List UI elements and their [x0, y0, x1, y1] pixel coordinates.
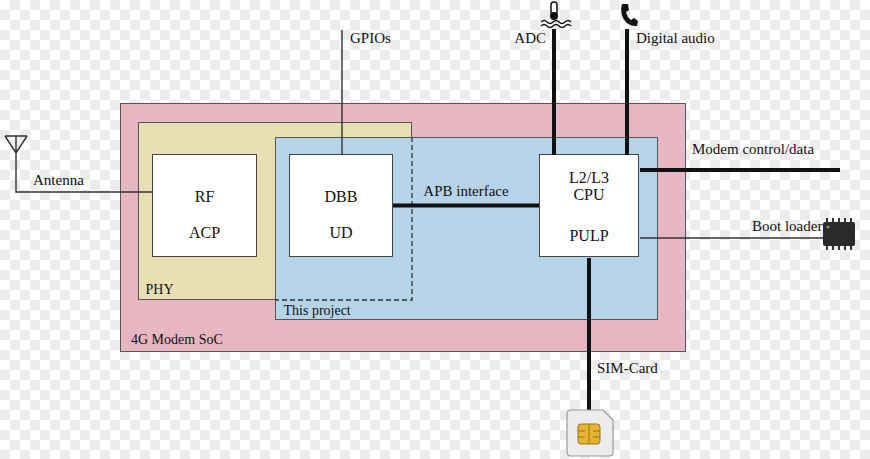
bus-connector — [393, 204, 539, 208]
project-region: This project DBB UD L2/L3 CPU PULP — [275, 137, 658, 320]
signal-label: ADC — [514, 30, 546, 47]
block-label: L2/L3 CPU — [563, 169, 616, 203]
cpu-block: L2/L3 CPU PULP — [539, 154, 639, 257]
phy-boundary-dashed — [275, 137, 412, 300]
rf-block: RF ACP — [152, 154, 257, 257]
antenna-label: Antenna — [33, 172, 84, 189]
rom-chip-icon — [823, 218, 855, 250]
dbb-block: DBB UD — [289, 154, 393, 257]
block-label: RF — [195, 188, 215, 205]
soc-region: 4G Modem SoC PHY RF ACP This project DBB UD L2/… — [120, 103, 686, 352]
thermometer-icon — [541, 2, 571, 28]
interface-label: SIM-Card — [597, 360, 658, 377]
block-label: ACP — [189, 224, 220, 241]
modem-bus — [640, 168, 840, 172]
sim-bus — [587, 258, 591, 410]
interface-label: Modem control/data — [692, 141, 814, 158]
signal-label: Digital audio — [636, 30, 715, 47]
sim-card-icon — [567, 410, 613, 456]
region-label: 4G Modem SoC — [131, 333, 223, 347]
interface-label: Boot loader — [752, 218, 822, 235]
block-label: PULP — [569, 227, 608, 244]
antenna-symbol — [5, 136, 153, 192]
phone-icon — [621, 4, 638, 26]
bootloader-wire — [640, 237, 823, 238]
block-label: DBB — [325, 188, 358, 205]
bus-label: APB interface — [423, 183, 508, 200]
region-label: This project — [284, 304, 351, 318]
block-label: UD — [329, 224, 352, 241]
audio-bus — [625, 29, 629, 155]
signal-label: GPIOs — [350, 30, 391, 47]
gpio-wire — [341, 30, 342, 155]
adc-bus — [552, 29, 556, 155]
region-label: PHY — [146, 283, 174, 297]
